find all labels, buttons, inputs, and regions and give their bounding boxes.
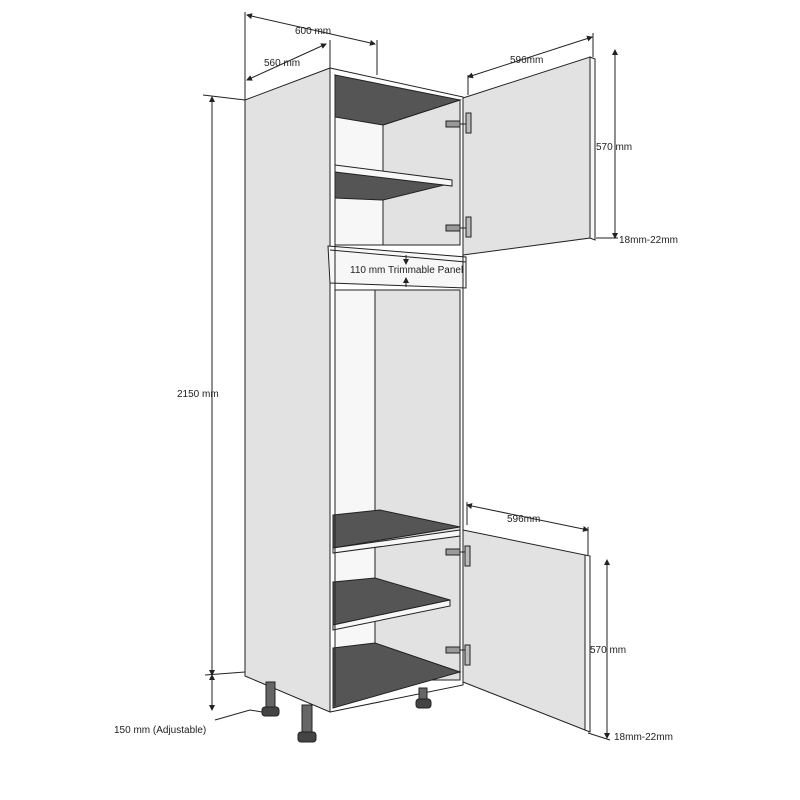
trimmable-panel	[327, 245, 467, 289]
height-label: 2150 mm	[177, 389, 219, 400]
hinge-icon	[445, 216, 472, 238]
lower-door-thickness-label: 18mm-22mm	[614, 732, 673, 743]
leg	[297, 704, 317, 743]
leg	[415, 687, 432, 709]
lower-door-width-label: 596mm	[507, 514, 540, 525]
interior-side-lower	[334, 289, 376, 701]
upper-door[interactable]	[462, 56, 591, 256]
plinth-label: 150 mm (Adjustable)	[114, 725, 206, 736]
bottom-panel	[332, 642, 462, 709]
hinge-icon	[445, 644, 471, 666]
lower-door-height-label: 570 mm	[590, 645, 626, 656]
lower-shelf-2-edge	[332, 599, 451, 631]
hinge-icon	[445, 112, 472, 134]
lower-shelf-1-edge	[332, 529, 461, 554]
trim-panel-label: 110 mm Trimmable Panel	[350, 265, 463, 276]
interior-back-lower	[374, 289, 461, 681]
upper-door-width-label: 596mm	[510, 55, 543, 66]
depth-label: 560 mm	[264, 58, 300, 69]
lower-door[interactable]	[462, 529, 586, 731]
upper-door-thickness-label: 18mm-22mm	[619, 235, 678, 246]
side-panel	[244, 67, 331, 713]
lower-shelf-1	[332, 509, 461, 549]
overall-width-label: 600 mm	[295, 26, 331, 37]
hinge-icon	[445, 545, 471, 567]
upper-door-height-label: 570 mm	[596, 142, 632, 153]
